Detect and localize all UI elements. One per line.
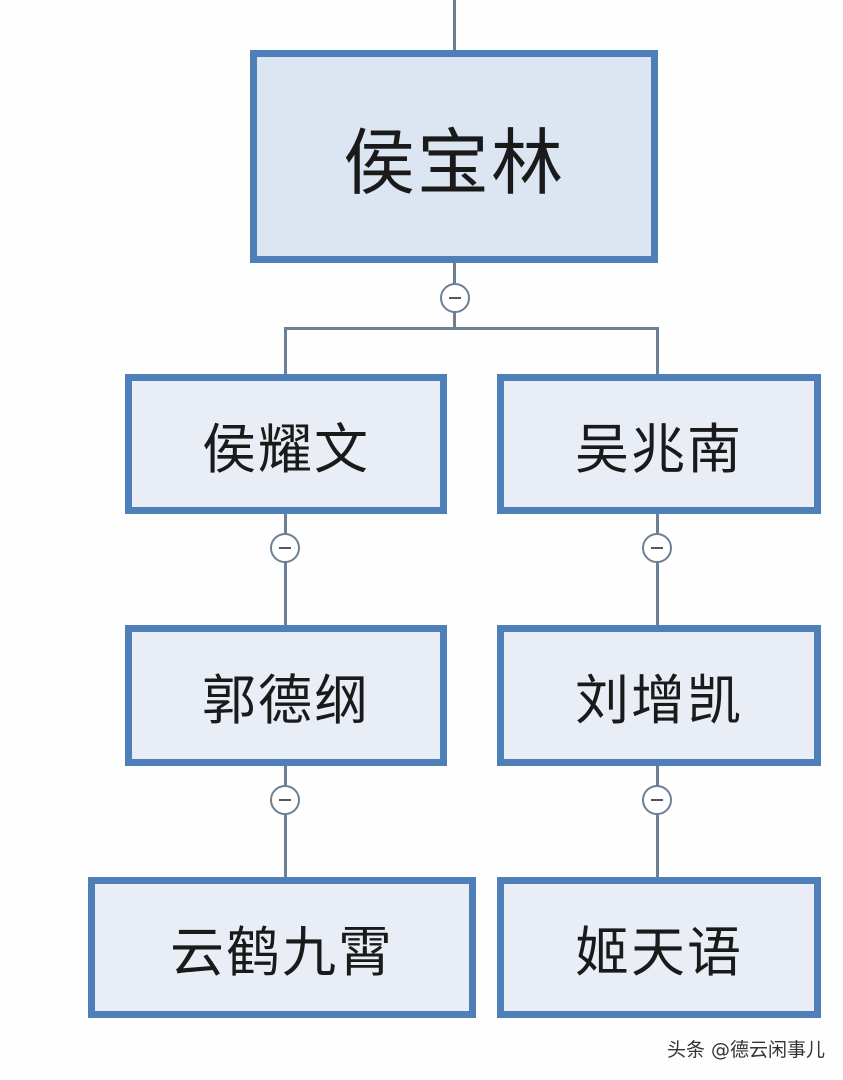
collapse-icon[interactable]: [270, 533, 300, 563]
collapse-icon[interactable]: [642, 785, 672, 815]
node-left-1[interactable]: 侯耀文: [125, 374, 447, 514]
connector: [284, 513, 287, 626]
collapse-icon[interactable]: [270, 785, 300, 815]
node-left-2[interactable]: 郭德纲: [125, 625, 447, 766]
node-right-2[interactable]: 刘增凯: [497, 625, 821, 766]
node-right-3[interactable]: 姬天语: [497, 877, 821, 1018]
watermark: 头条 @德云闲事儿: [666, 1039, 825, 1061]
node-label: 云鹤九霄: [170, 921, 394, 984]
connector: [453, 0, 456, 50]
collapse-icon[interactable]: [642, 533, 672, 563]
node-right-1[interactable]: 吴兆南: [497, 374, 821, 514]
connector: [284, 327, 659, 330]
connector: [284, 765, 287, 878]
connector: [284, 327, 287, 375]
node-label: 刘增凯: [575, 669, 743, 732]
node-label: 侯宝林: [342, 121, 565, 205]
node-label: 侯耀文: [202, 417, 370, 481]
node-label: 姬天语: [575, 921, 743, 984]
node-left-3[interactable]: 云鹤九霄: [88, 877, 476, 1018]
connector: [656, 513, 659, 626]
connector: [656, 765, 659, 878]
collapse-icon[interactable]: [440, 283, 470, 313]
connector: [656, 327, 659, 375]
node-label: 吴兆南: [575, 417, 743, 481]
node-root[interactable]: 侯宝林: [250, 50, 658, 263]
node-label: 郭德纲: [202, 669, 370, 732]
